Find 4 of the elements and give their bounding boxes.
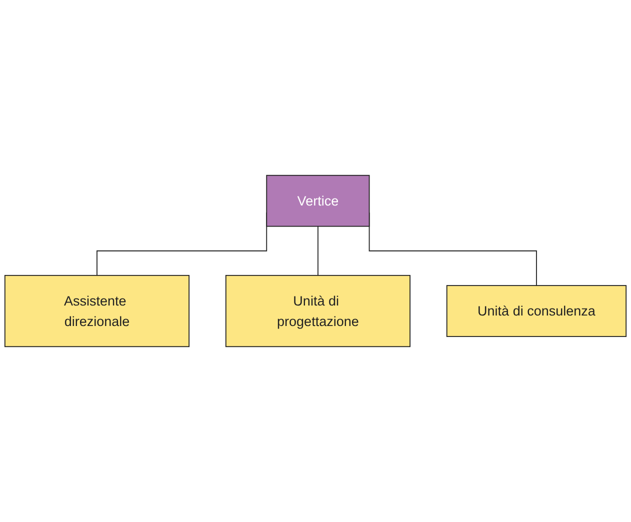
node-box: Unità di progettazione — [225, 274, 410, 348]
node-box: Unità di consulenza — [446, 285, 627, 337]
node-box: Vertice — [266, 174, 370, 227]
node-box: Assistente direzionale — [4, 274, 190, 348]
